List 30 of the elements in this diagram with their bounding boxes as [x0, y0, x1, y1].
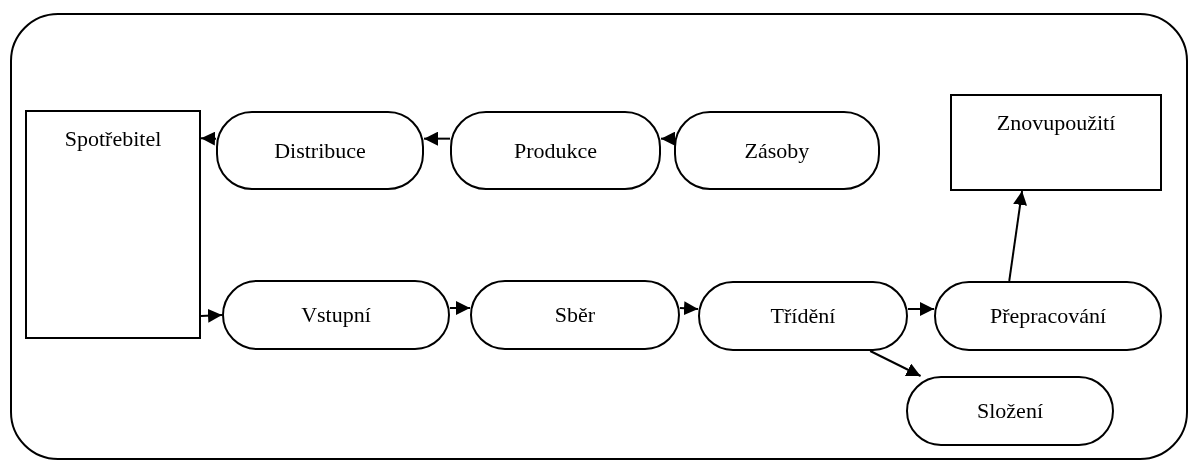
process-pill [450, 111, 661, 190]
node-label: Přepracování [989, 303, 1107, 329]
arrow [1008, 190, 1028, 282]
node-label: Distribuce [274, 137, 366, 164]
arrow [449, 301, 471, 315]
process-pill [674, 111, 880, 190]
node-label: Sběr [554, 302, 596, 328]
process-pill [906, 376, 1114, 446]
node-label: Třídění [770, 303, 836, 329]
arrow [423, 131, 451, 146]
process-box [950, 94, 1162, 191]
node-label: Vstupní [301, 302, 371, 328]
process-pill [470, 280, 680, 350]
node-label: Spotřebitel [64, 126, 162, 152]
process-pill [698, 281, 908, 351]
process-pill [216, 111, 424, 190]
arrow [660, 131, 675, 146]
frame-box [10, 13, 1188, 460]
node-label: Zásoby [744, 137, 810, 164]
arrow [907, 302, 935, 316]
node-label: Znovupoužití [996, 110, 1116, 136]
arrow [869, 350, 922, 377]
node-label: Složení [977, 398, 1043, 424]
node-label: Produkce [513, 137, 598, 164]
arrow [200, 131, 217, 146]
process-box [25, 110, 201, 339]
arrow [679, 301, 699, 316]
arrow [200, 308, 223, 323]
process-pill [934, 281, 1162, 351]
process-pill [222, 280, 450, 350]
